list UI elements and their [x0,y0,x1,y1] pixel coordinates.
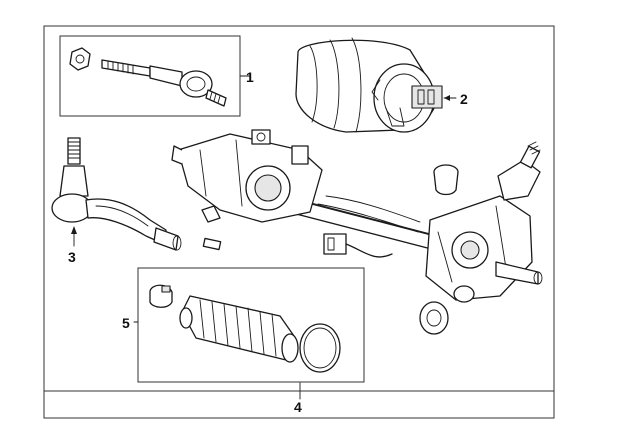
part-5-box [137,267,365,383]
part-3-outer-tie-rod-end[interactable] [51,137,182,251]
callout-2: 2 [460,91,468,107]
part-4-steering-gear[interactable] [171,129,543,335]
callout-4: 4 [294,399,302,415]
outer-frame [43,25,555,419]
part-5-boot-kit[interactable] [149,284,341,373]
callout-2-arrow [444,95,450,101]
callout-3-arrow [71,226,77,234]
part-2-motor[interactable] [295,37,443,133]
callout-5: 5 [122,315,130,331]
callout-1: 1 [246,69,254,85]
part-1-inner-tie-rod[interactable] [69,47,227,107]
callout-3: 3 [68,249,76,265]
